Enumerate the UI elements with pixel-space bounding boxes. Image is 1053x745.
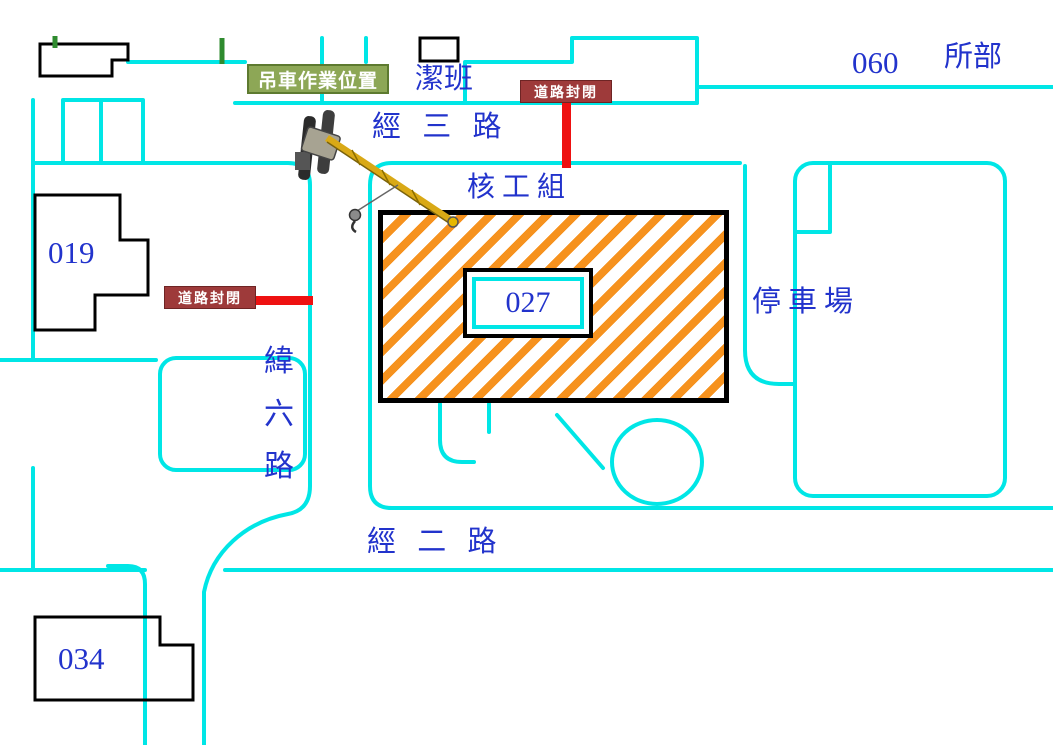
- crane-icon: [295, 110, 459, 234]
- south-stub-left: [438, 402, 476, 464]
- label-road-jing-3: 經 三 路: [372, 111, 509, 143]
- left-middle-block-outline: [158, 356, 307, 472]
- gate-markers: [52, 36, 225, 64]
- road-closed-tag-north: 道路封閉: [520, 80, 612, 103]
- building-outlines: [33, 36, 460, 702]
- label-block-060: 060: [852, 45, 899, 80]
- parking-block-outline: [793, 161, 1007, 498]
- building-027-box: 027: [463, 268, 593, 338]
- label-jieban: 潔班: [415, 63, 474, 95]
- crane-position-tag: 吊車作業位置: [247, 64, 389, 94]
- label-building-034: 034: [58, 641, 105, 676]
- road-closed-tag-west: 道路封閉: [164, 286, 256, 309]
- south-branch-road: [106, 564, 147, 745]
- label-road-wei-6-char-2: 六: [264, 397, 294, 431]
- label-building-019: 019: [48, 235, 95, 270]
- center-block-outline: [368, 161, 1053, 510]
- road-closure-bar-north: [562, 100, 571, 168]
- label-suobu: 所部: [944, 41, 1003, 73]
- parking-block-notch: [793, 163, 832, 234]
- label-parking: 停車場: [752, 286, 861, 318]
- label-road-wei-6-char-1: 緯: [264, 345, 294, 378]
- building-small-top-outline: [418, 36, 460, 63]
- label-road-wei-6: 緯 六 路: [264, 346, 294, 483]
- building-019-outline: [33, 193, 150, 332]
- road-closure-bar-west: [253, 296, 313, 305]
- road-network: [0, 36, 1053, 745]
- label-road-wei-6-char-3: 路: [264, 450, 294, 483]
- building-topleft-outline: [38, 42, 130, 78]
- building-034-outline: [33, 615, 195, 702]
- lane-corner-east-of-work-area: [743, 164, 795, 386]
- label-hegongzu: 核工組: [467, 172, 573, 203]
- label-road-jing-2: 經 二 路: [367, 526, 504, 558]
- block-060-outline: [463, 36, 699, 105]
- pond-outline: [610, 418, 704, 506]
- south-diagonal-lane: [555, 413, 605, 470]
- building-027-label: 027: [472, 277, 584, 329]
